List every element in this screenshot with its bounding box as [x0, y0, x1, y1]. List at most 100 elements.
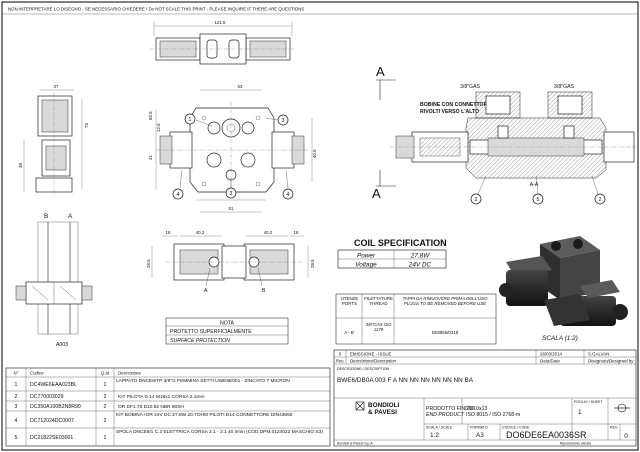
section-a-a: A A 3/8"GAS 3/8"GAS BOBINE CON CONNETTOR… — [372, 64, 636, 205]
svg-text:DESCRIZIONE / DESCRIPTION: DESCRIZIONE / DESCRIPTION — [337, 367, 390, 371]
svg-text:DC4WE6EAA023BL: DC4WE6EAA023BL — [30, 382, 77, 388]
svg-text:BONDIOLI: BONDIOLI — [368, 402, 399, 409]
svg-text:& PAVESI: & PAVESI — [368, 409, 397, 416]
top-view: 121.5 — [150, 20, 296, 65]
svg-text:Riproduzione vietata: Riproduzione vietata — [560, 442, 591, 446]
svg-text:18: 18 — [166, 230, 171, 235]
dim-top-width: 121.5 — [215, 20, 227, 25]
svg-text:2: 2 — [104, 394, 107, 400]
svg-text:A: A — [204, 288, 208, 294]
bottom-view: 18 40.2 40.2 18 28.5 28.5 A B — [146, 230, 315, 294]
svg-text:38: 38 — [18, 163, 23, 168]
header-note: NON INTERPRETARE LO DISEGNO - SE NECESSA… — [8, 7, 304, 12]
svg-text:2: 2 — [104, 404, 107, 410]
balloon-3b — [225, 187, 237, 199]
svg-text:D03856/0318: D03856/0318 — [432, 330, 459, 335]
svg-text:NOTA: NOTA — [220, 321, 235, 327]
svg-text:3/8"GAS: 3/8"GAS — [460, 84, 481, 90]
svg-text:4: 4 — [287, 192, 290, 198]
svg-text:28.5: 28.5 — [310, 259, 315, 268]
balloon-1 — [184, 113, 196, 125]
svg-text:63: 63 — [238, 84, 243, 89]
svg-text:1: 1 — [578, 409, 582, 416]
svg-text:0: 0 — [624, 433, 628, 440]
svg-text:5: 5 — [15, 435, 18, 441]
svg-text:40.2: 40.2 — [196, 230, 205, 235]
svg-text:1: 1 — [104, 382, 107, 388]
svg-text:Data/Date: Data/Date — [540, 359, 560, 364]
scale-note: SCALA (1:2) — [542, 335, 578, 342]
balloon-4b — [282, 188, 294, 200]
balloon-5 — [532, 193, 544, 205]
svg-text:3: 3 — [15, 404, 18, 410]
svg-text:REV.: REV. — [610, 426, 618, 430]
svg-text:Bondioli & Pavesi S.p.A.: Bondioli & Pavesi S.p.A. — [337, 442, 374, 446]
svg-text:12.5: 12.5 — [156, 123, 161, 132]
svg-text:ISO 8015 / ISO 2768-m: ISO 8015 / ISO 2768-m — [466, 412, 520, 418]
svg-text:KIT PILOTA D.14 M18x1 CORSA 2.: KIT PILOTA D.14 M18x1 CORSA 2.1mm — [118, 394, 204, 400]
balloon-2b — [594, 193, 606, 205]
drawing-code: DO6DE6EA0036SR — [506, 430, 587, 440]
svg-text:PROTETTO SUPERFICIALMENTE: PROTETTO SUPERFICIALMENTE — [170, 329, 252, 335]
svg-text:DC770003029: DC770003029 — [30, 394, 64, 400]
section-a-top: A — [376, 64, 385, 79]
coil-spec-title: COIL SPECIFICATION — [354, 238, 447, 248]
svg-text:2: 2 — [104, 418, 107, 424]
svg-text:3: 3 — [230, 191, 233, 197]
svg-text:B: B — [44, 213, 48, 220]
svg-text:1:2: 1:2 — [430, 432, 439, 439]
arrow-icon — [614, 403, 630, 413]
svg-text:27.8W: 27.8W — [410, 253, 430, 260]
svg-text:A - B: A - B — [344, 330, 354, 335]
svg-text:BOBINE CON CONNETTORI: BOBINE CON CONNETTORI — [420, 102, 489, 108]
svg-text:N°: N° — [14, 371, 19, 376]
coil-specification: COIL SPECIFICATION Power 27.8W Voltage 2… — [337, 238, 447, 269]
svg-text:2: 2 — [599, 197, 602, 203]
svg-text:2: 2 — [475, 197, 478, 203]
svg-text:END PRODUCT: END PRODUCT — [426, 412, 465, 418]
section-a-bottom: A — [372, 186, 381, 201]
svg-text:40.2: 40.2 — [264, 230, 273, 235]
svg-text:FOGLIO / SHEET: FOGLIO / SHEET — [574, 400, 603, 404]
svg-text:A003: A003 — [56, 342, 68, 348]
valve-3d-render: SCALA (1:2) — [499, 236, 628, 342]
svg-text:SURFACE PROTECTION: SURFACE PROTECTION — [170, 338, 230, 344]
table-row: 5 DC21822SE03001 1 SPOLA DNCE6/1 C.3 ELE… — [15, 430, 323, 441]
balloon-3 — [277, 114, 289, 126]
svg-text:SCALA / SCALE: SCALA / SCALE — [426, 426, 453, 430]
svg-text:26/03/2014: 26/03/2014 — [540, 352, 563, 357]
svg-text:18: 18 — [294, 230, 299, 235]
ports-table: UTENZE PORTS FILETTATURE THREAD TAPPI DA… — [335, 293, 497, 345]
svg-text:40.5: 40.5 — [312, 149, 317, 158]
svg-text:1: 1 — [104, 435, 107, 441]
svg-text:51: 51 — [229, 206, 234, 211]
svg-text:1: 1 — [189, 117, 192, 123]
svg-text:41: 41 — [148, 155, 153, 160]
front-view: 63 60.5 12.5 41 40.5 31 51 1 3 — [148, 84, 317, 213]
svg-text:Descrizione: Descrizione — [118, 371, 141, 376]
svg-text:60.5: 60.5 — [148, 111, 153, 120]
svg-text:24V DC: 24V DC — [408, 262, 432, 269]
svg-text:Descrizione/Description: Descrizione/Description — [350, 359, 397, 364]
svg-text:76: 76 — [84, 123, 89, 128]
svg-text:DC21822SE03001: DC21822SE03001 — [30, 435, 73, 441]
balloon-4 — [172, 188, 184, 200]
table-row: 1 DC4WE6EAA023BL 1 LAPPATO DNCE6/TP 3/8"… — [15, 379, 290, 388]
svg-text:1: 1 — [15, 382, 18, 388]
svg-text:OR DF1.78 D10.82 NBR 90SH: OR DF1.78 D10.82 NBR 90SH — [118, 404, 184, 410]
svg-text:FORMATO: FORMATO — [470, 426, 488, 430]
svg-text:EMISSIONE - ISSUE: EMISSIONE - ISSUE — [350, 352, 392, 357]
svg-text:Voltage: Voltage — [355, 262, 377, 269]
left-side-view: 37 76 38 — [18, 84, 89, 196]
svg-text:A: A — [68, 213, 73, 220]
table-row: 4 DC712024DC0007 2 KIT BOBINA+OR 24V DC … — [15, 413, 293, 424]
svg-text:A-A: A-A — [530, 182, 539, 188]
svg-text:20/10x13: 20/10x13 — [466, 406, 487, 412]
svg-text:A3: A3 — [476, 432, 484, 439]
table-row: 2 DC770003029 2 KIT PILOTA D.14 M18x1 CO… — [15, 394, 205, 400]
table-row: 3 DC350A100B2N8R90 2 OR DF1.78 D10.82 NB… — [15, 404, 185, 410]
svg-text:3: 3 — [282, 118, 285, 124]
description-text: BWE6/DB0A 003 F A NN NN NN NN NN NN BA — [337, 377, 474, 384]
